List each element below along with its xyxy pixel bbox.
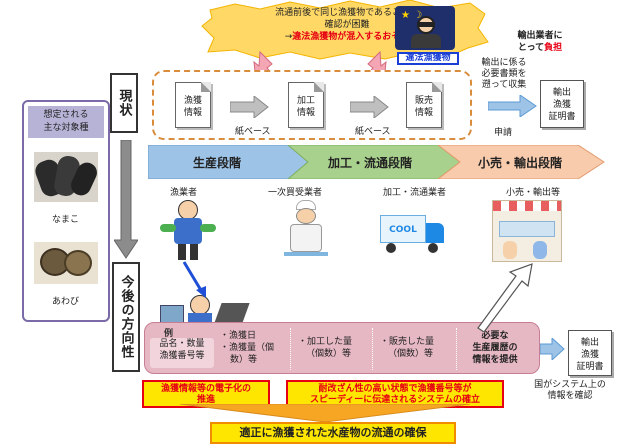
row-col3-line2: （個数）等 [388, 349, 434, 359]
sales-info-doc: 販売 情報 [406, 82, 442, 128]
stage-production: 生産段階 [192, 156, 241, 170]
abalone-image [34, 242, 98, 284]
actor-processor: 加工・流通業者 [383, 188, 447, 198]
row-divider-3 [456, 328, 457, 370]
row-col4-line2: 生産履歴の [472, 343, 518, 353]
actor-retail-export: 小売・輸出等 [506, 188, 561, 198]
row-col1: ・漁獲日 ・漁獲量（個 数）等 [220, 330, 288, 370]
row-col3: ・販売した量 （個数）等 [380, 336, 452, 366]
row-col1-line1: ・漁獲日 [220, 331, 257, 341]
govt-note-line1: 国がシステム上の [534, 380, 606, 390]
example-tag: 例 [164, 329, 174, 339]
cert-bottom-line1: 輸出 [580, 338, 599, 348]
burst-text: 流通前後で同じ漁獲物であることの 確認が困難 →違法漁獲物が混入するおそれ [222, 7, 472, 43]
row-col4: 必要な 生産履歴の 情報を提供 [460, 330, 530, 370]
export-catch-cert-top: 輸出 漁獲 証明書 [540, 80, 584, 128]
gray-arrow-1 [230, 96, 269, 118]
application-label: 申請 [494, 128, 513, 138]
cert-top-line2: 漁獲 [552, 100, 571, 110]
species-panel-title: 想定される 主な対象種 [28, 106, 104, 138]
burst-line1: 流通前後で同じ漁獲物であることの [275, 8, 419, 18]
stage-processing: 加工・流通段階 [327, 156, 412, 170]
fisher-to-computer-arrow [182, 261, 206, 298]
species-title-line1: 想定される [43, 110, 89, 120]
refrigerated-truck-icon: COOL [380, 215, 446, 257]
species-label-awabi: あわび [52, 297, 80, 307]
computer-input-illustration [160, 295, 250, 329]
row-left-line1: 品名・数量 [159, 339, 205, 349]
truck-cool-text: COOL [380, 215, 426, 243]
worker-illustration [284, 200, 328, 262]
row-col1-line3: 数）等 [230, 355, 258, 365]
system-line1: 耐改ざん性の高い状態で漁獲番号等が [318, 384, 472, 394]
store-illustration [492, 200, 562, 262]
cert-bottom-line2: 漁獲 [580, 350, 599, 360]
blue-arrow-to-cert-bottom [540, 338, 565, 360]
gray-arrow-2 [350, 96, 389, 118]
stage-chevrons [148, 145, 605, 179]
catch-doc-line1: 漁獲 [183, 96, 202, 106]
export-docs-note: 輸出に係る 必要書類を 遡って収集 [474, 58, 534, 91]
species-title-line2: 主な対象種 [43, 123, 89, 133]
sales-doc-line2: 情報 [414, 108, 433, 118]
row-left-line2: 漁獲番号等 [159, 351, 205, 361]
actor-primary-buyer: 一次買受業者 [268, 188, 323, 198]
sales-doc-line1: 販売 [414, 96, 433, 106]
paper-label-2: 紙ベース [355, 127, 391, 137]
goal-down-arrow [180, 404, 470, 423]
exporter-note-line1: 輸出業者に [517, 31, 563, 41]
row-left-box: 品名・数量 漁獲番号等 [150, 338, 214, 368]
row-col3-line1: ・販売した量 [380, 337, 435, 347]
export-note-line3: 遡って収集 [481, 80, 527, 90]
export-catch-cert-bottom: 輸出 漁獲 証明書 [568, 330, 612, 376]
row-divider-2 [372, 328, 373, 370]
processing-doc-line2: 情報 [296, 108, 315, 118]
digitization-line1: 漁獲情報等の電子化の [160, 384, 251, 394]
digitization-box: 漁獲情報等の電子化の 推進 [142, 380, 270, 408]
stage-retail-export: 小売・輸出段階 [477, 156, 562, 170]
current-status-label: 現状 [110, 73, 138, 133]
species-label-namako: なまこ [52, 215, 80, 225]
row-col4-line3: 情報を提供 [472, 355, 518, 365]
row-col2: ・加工した量 （個数）等 [298, 336, 370, 366]
digitization-line2: 推進 [196, 395, 215, 405]
species-panel: 想定される 主な対象種 なまこ あわび [22, 100, 110, 322]
catch-doc-line2: 情報 [183, 108, 202, 118]
upward-arrow-to-store [477, 263, 533, 332]
cert-top-line3: 証明書 [548, 112, 576, 122]
govt-check-note: 国がシステム上の 情報を確認 [520, 380, 620, 402]
row-col2-line2: （個数）等 [306, 349, 352, 359]
burst-line3: →違法漁獲物が混入するおそれ [284, 32, 410, 42]
govt-note-line2: 情報を確認 [547, 391, 593, 401]
fisher-illustration [160, 200, 216, 262]
export-note-line1: 輸出に係る [481, 58, 527, 68]
thief-icon: ★ ☽ [395, 6, 455, 50]
cert-top-line1: 輸出 [552, 88, 571, 98]
goal-box: 適正に漁獲された水産物の流通の確保 [210, 422, 456, 444]
row-col4-line1: 必要な [481, 331, 509, 341]
system-line2: スピーディーに伝達されるシステムの確立 [309, 395, 481, 405]
catch-info-doc: 漁獲 情報 [175, 82, 211, 128]
exporter-burden-note: 輸出業者に とって負担 [500, 30, 580, 54]
burst-line2: 確認が困難 [324, 20, 370, 30]
future-direction-label: 今後の方向性 [112, 262, 140, 372]
blue-arrow-to-cert [488, 95, 537, 117]
row-col2-line1: ・加工した量 [298, 337, 353, 347]
processing-doc-line1: 加工 [296, 96, 315, 106]
cert-bottom-line3: 証明書 [576, 362, 604, 372]
actor-fisher: 漁業者 [170, 188, 198, 198]
vertical-down-arrow [114, 140, 138, 259]
row-col1-line2: ・漁獲量（個 [220, 343, 275, 353]
sea-cucumber-image [32, 152, 101, 202]
exporter-note-line2: とって負担 [517, 43, 563, 53]
illegal-catch-label: 違法漁獲物 [397, 52, 459, 65]
processing-info-doc: 加工 情報 [288, 82, 324, 128]
paper-label-1: 紙ベース [235, 127, 271, 137]
row-divider-1 [290, 328, 291, 370]
export-note-line2: 必要書類を [481, 69, 527, 79]
